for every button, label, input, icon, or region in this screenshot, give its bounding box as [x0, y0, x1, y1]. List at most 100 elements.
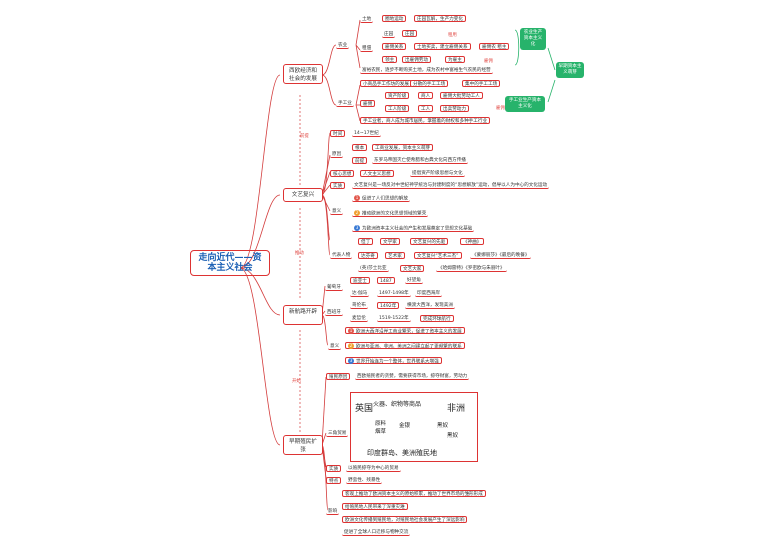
green-agri-capitalism: 农业生产资本主义化 [520, 28, 546, 50]
route-dias-year: 1487 [377, 277, 395, 284]
land-item-2: 庄园瓦解，生产力变化 [414, 15, 466, 22]
land-item-1: 圈地运动 [382, 15, 407, 22]
colony-nature-label: 实质 [326, 465, 342, 472]
hc-emp-a-3: 雇佣大批劳动工人 [440, 92, 483, 99]
ren-bg-3: 前提 [352, 157, 368, 164]
route-dias: 迪亚士 [350, 277, 370, 284]
hc-emp-b-3: 出卖劳动力 [440, 105, 469, 112]
branch-west-economy[interactable]: 西欧经济和社会的发展 [283, 64, 323, 84]
tenancy-a-1: 庄园 [382, 32, 396, 38]
tenancy-label: 租佃 [360, 46, 374, 52]
route-columbus: 哥伦布 [350, 303, 368, 309]
hc-bottom: 手工业者，商人成为城市居民，掌握着的财权和多种手工行业 [360, 117, 491, 124]
colony-nature: 以殖民掠夺为中心的贸易 [346, 466, 401, 472]
ren-core-2: 提倡资产阶级思想与文化 [410, 171, 465, 177]
person-shakespeare-role: 文艺大家 [400, 265, 425, 272]
ren-nature-label: 实质 [330, 182, 346, 189]
route-magellan-year: 1519-1522年 [377, 316, 411, 322]
routes-sig-1-text: 欧洲大西洋沿岸工商业繁荣，促进了资本主义的发展 [356, 329, 462, 335]
route-columbus-year: 1492年 [377, 302, 400, 309]
ren-time-label: 时间 [330, 130, 346, 137]
person-davinci-role: 艺术家 [385, 252, 405, 259]
person-dante: 但丁 [358, 238, 374, 245]
ren-bg-2: 工商业发展，资本主义萌芽 [372, 144, 434, 151]
tenancy-b-1: 雇佣关系 [382, 43, 407, 50]
ren-core-label: 核心思想 [330, 170, 355, 177]
colony-impact-label: 影响 [326, 509, 340, 515]
route-magellan: 麦哲伦 [350, 316, 368, 322]
colony-trade-label: 三角贸易 [326, 431, 349, 437]
sketch-goods2: 黑奴 [447, 433, 459, 439]
tenancy-a-2: 庄园 [402, 30, 418, 37]
sketch-goods6: 黑奴 [437, 423, 449, 429]
ren-sig-2-text: 推动欧洲的文化思想领域的繁荣 [362, 211, 427, 217]
colony-cause-label: 殖民原因 [326, 373, 351, 380]
ren-bg-1: 根本 [352, 144, 368, 151]
routes-sig-3-text: 世界开始连为一个整体，世界联系大增强 [356, 359, 439, 365]
person-shakespeare-work: 《哈姆雷特》《罗密欧与朱丽叶》 [436, 266, 507, 272]
routes-sig-2-text: 欧洲与亚洲、非洲、美洲之间建立起了更频繁的联系 [356, 344, 462, 350]
branch-new-routes[interactable]: 新航路开辟 [283, 305, 323, 325]
routes-portugal-label: 葡萄牙 [325, 285, 343, 291]
route-gama-dest: 印度西海岸 [415, 291, 442, 297]
green-handicraft-capitalism: 手工业生产资本主义化 [505, 96, 545, 112]
ren-nature-value: 文艺复兴是一场反对中世纪神学统治与封建制度的“思想解放”运动，倡导以人为中心的文… [352, 183, 550, 189]
route-gama: 达·伽马 [350, 291, 370, 297]
route-dias-dest: 好望角 [405, 278, 423, 284]
sketch-europe: 英国 [355, 404, 374, 414]
connector-push: 推动 [295, 251, 304, 256]
colony-impact-4: 促进了全球人口迁移与物种交流 [342, 530, 411, 536]
ren-bg-4: 东罗马帝国灭亡使希腊和古典文化向西方传播 [372, 158, 468, 164]
ren-time-value: 14~17世纪 [352, 131, 381, 137]
hc-top-1: 小商品手工作坊的发展 [360, 80, 412, 87]
note-hire-2: 雇佣 [496, 106, 505, 111]
ren-core-1: 人文主义思想 [360, 170, 394, 177]
connector-premise: 前提 [300, 134, 309, 139]
tenancy-b-2: 土地买卖，建立雇佣关系 [414, 43, 471, 50]
ren-sig-1-text: 促进了人们思想的解放 [362, 196, 408, 202]
route-gama-year: 1497-1498年 [377, 291, 411, 297]
sketch-bottom: 印度群岛、美洲殖民地 [367, 449, 437, 457]
ren-people-label: 代表人物 [330, 253, 353, 259]
person-dante-desc: 文艺复兴的先驱 [410, 238, 449, 245]
colony-feature-label: 特点 [326, 477, 342, 484]
routes-spain-label: 西班牙 [325, 310, 343, 316]
branch-colonial[interactable]: 早期殖民扩张 [283, 435, 323, 455]
hc-top-2: 分散的手工工场 [410, 80, 449, 87]
person-dante-role: 文学家 [380, 238, 400, 245]
sketch-goods3: 原料 [375, 421, 387, 427]
tenancy-b-3: 雇佣农 租主 [479, 43, 510, 50]
hc-emp-b-2: 工人 [418, 105, 434, 112]
branch-renaissance[interactable]: 文艺复兴 [283, 188, 323, 202]
num-1-icon: 1 [348, 328, 354, 334]
sketch-africa: 非洲 [447, 404, 466, 414]
person-davinci-work: 《蒙娜丽莎》《最后的晚餐》 [470, 253, 532, 259]
note-hire: 雇佣 [484, 59, 493, 64]
agri-change: 富裕农民，逐步不断购买土地，成为农村中富裕生气农民的经营 [360, 68, 493, 74]
routes-sig-label: 意义 [328, 344, 342, 350]
route-columbus-dest: 横渡大西洋，发现美洲 [405, 303, 455, 309]
agri-label: 农业 [336, 43, 350, 49]
person-shakespeare: (英)莎士比亚 [358, 266, 389, 272]
hc-emp-a-2: 商人 [418, 92, 434, 99]
person-dante-work: 《神曲》 [460, 238, 485, 245]
green-early-sprouts: 早期资本主义萌芽 [556, 62, 584, 78]
num-2-icon: 2 [348, 343, 354, 349]
num-1-icon: 1 [354, 195, 360, 201]
tenancy-c-1: 领主 [382, 56, 398, 63]
colony-feature: 野蛮性、残暴性 [346, 478, 383, 484]
sketch-goods1: 火器、织物等商品 [373, 401, 422, 408]
person-davinci: 达芬奇 [358, 252, 378, 259]
colony-impact-3: 欧洲文化传播到殖民地，对殖民地社会发展产生了深远影响 [342, 516, 468, 523]
root-title: 走向近代——资本主义社会 [190, 250, 270, 276]
num-2-icon: 2 [354, 210, 360, 216]
tenancy-c-3: 为雇主 [445, 56, 465, 63]
ren-sig-label: 意义 [330, 209, 344, 215]
ren-bg-label: 原因 [330, 152, 344, 158]
